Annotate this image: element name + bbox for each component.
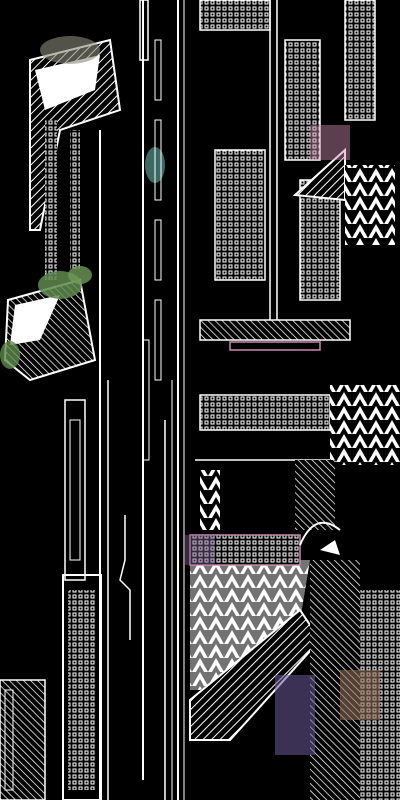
maze-grid [199, 0, 376, 330]
center-road-lines [119, 0, 185, 800]
triangle-blocks [200, 147, 400, 530]
horizontal-bands [195, 319, 400, 461]
bottom-left-block [0, 679, 46, 800]
foliage-patches [0, 36, 165, 369]
left-vertical-rails [62, 130, 109, 800]
left-hatched-band [3, 38, 122, 382]
